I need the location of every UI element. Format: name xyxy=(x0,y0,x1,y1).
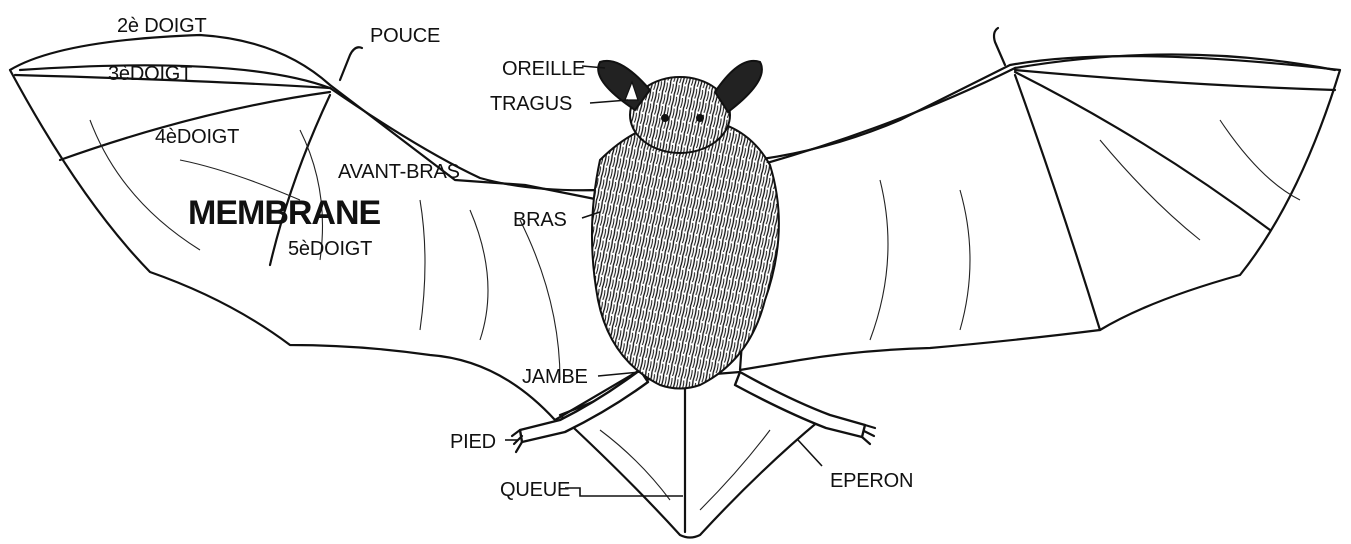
label-tragus: TRAGUS xyxy=(490,93,572,115)
label-oreille: OREILLE xyxy=(502,58,585,80)
label-eperon: EPERON xyxy=(830,470,913,492)
label-membrane: MEMBRANE xyxy=(188,194,381,232)
right-finger4-bone xyxy=(1015,72,1270,230)
label-4e-doigt: 4èDOIGT xyxy=(155,126,239,148)
leader-eperon xyxy=(798,440,822,466)
right-finger5-bone xyxy=(1015,75,1100,330)
label-5e-doigt: 5èDOIGT xyxy=(288,238,372,260)
label-avant-bras: AVANT-BRAS xyxy=(338,161,460,183)
left-eye xyxy=(661,114,669,122)
right-wing-membrane xyxy=(740,56,1340,370)
bat-body xyxy=(592,118,779,389)
label-bras: BRAS xyxy=(513,209,567,231)
leader-queue xyxy=(565,488,683,496)
right-finger3-bone xyxy=(1015,70,1335,90)
right-leg xyxy=(735,372,865,437)
label-3e-doigt: 3èDOIGT xyxy=(108,63,192,85)
label-jambe: JAMBE xyxy=(522,366,588,388)
label-queue: QUEUE xyxy=(500,479,570,501)
right-eye xyxy=(696,114,704,122)
label-pouce: POUCE xyxy=(370,25,440,47)
left-thumb xyxy=(340,47,362,80)
right-ear xyxy=(715,61,762,112)
right-thumb xyxy=(994,28,1005,65)
label-2e-doigt: 2è DOIGT xyxy=(117,15,207,37)
label-pied: PIED xyxy=(450,431,496,453)
